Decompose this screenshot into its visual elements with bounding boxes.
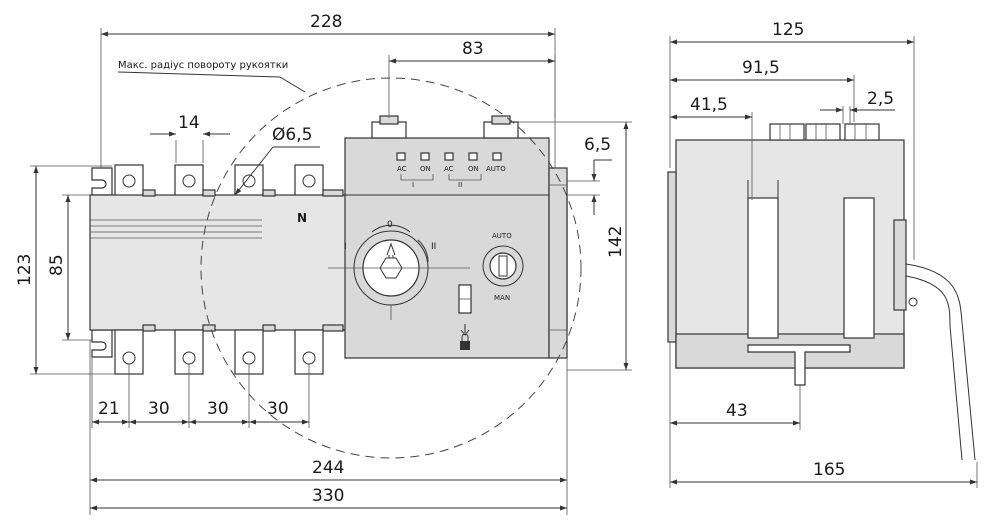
dim-width-83: 83 <box>462 39 484 59</box>
dim-height-85: 85 <box>47 254 67 276</box>
dim-pole-width: 14 <box>178 113 200 133</box>
position-2: II <box>431 242 436 252</box>
dim-height-123: 123 <box>15 254 35 286</box>
arrow-up-icon <box>386 242 396 258</box>
handle-radius-circle <box>200 77 582 459</box>
led-label-auto: AUTO <box>486 165 506 173</box>
dim-pitch-30b: 30 <box>207 399 229 419</box>
dim-side-43: 43 <box>726 401 748 421</box>
position-1: I <box>344 242 347 252</box>
neutral-label: N <box>297 211 307 225</box>
dim-width-330: 330 <box>312 486 344 506</box>
bottom-terminals <box>114 329 324 375</box>
svg-text:AUTO: AUTO <box>492 232 512 240</box>
led-label-on1: ON <box>420 165 431 173</box>
dim-height-142: 142 <box>606 226 626 258</box>
position-0: 0 <box>387 220 393 230</box>
dim-side-165: 165 <box>813 460 845 480</box>
handle-radius-note: Макс. радіус повороту рукоятки <box>118 59 288 71</box>
front-view: AC ON AC ON AUTO I II N 0 I II AU <box>15 12 632 515</box>
led-panel: AC ON AC ON AUTO I II <box>396 152 506 189</box>
svg-text:MAN: MAN <box>494 294 510 302</box>
dim-pitch-30a: 30 <box>148 399 170 419</box>
led-label-on2: ON <box>468 165 479 173</box>
dim-side-2-5: 2,5 <box>867 89 894 109</box>
mount-ear-top <box>91 167 113 196</box>
led-label-ac1: AC <box>397 165 407 173</box>
top-terminals <box>114 164 324 198</box>
dim-side-125: 125 <box>772 20 804 40</box>
lock-icon <box>460 333 470 350</box>
group-label-1: I <box>412 181 414 189</box>
side-view: 125 91,5 41,5 2,5 43 165 <box>667 20 978 488</box>
rotary-handle: 0 I II <box>328 220 470 320</box>
dim-pitch-30c: 30 <box>267 399 289 419</box>
dim-hole-diameter: Ø6,5 <box>272 125 312 145</box>
dim-side-41-5: 41,5 <box>690 95 728 115</box>
dim-width-228: 228 <box>310 12 342 32</box>
mount-ear-bottom <box>91 329 113 358</box>
group-label-2: II <box>458 181 462 189</box>
dim-offset-6-5: 6,5 <box>584 135 611 155</box>
dim-side-91-5: 91,5 <box>742 58 780 78</box>
arrow-down-icon <box>460 324 470 336</box>
led-label-ac2: AC <box>444 165 454 173</box>
dim-width-244: 244 <box>312 458 344 478</box>
auto-man-selector: AUTO MAN <box>482 232 524 302</box>
dim-pitch-21: 21 <box>98 399 120 419</box>
